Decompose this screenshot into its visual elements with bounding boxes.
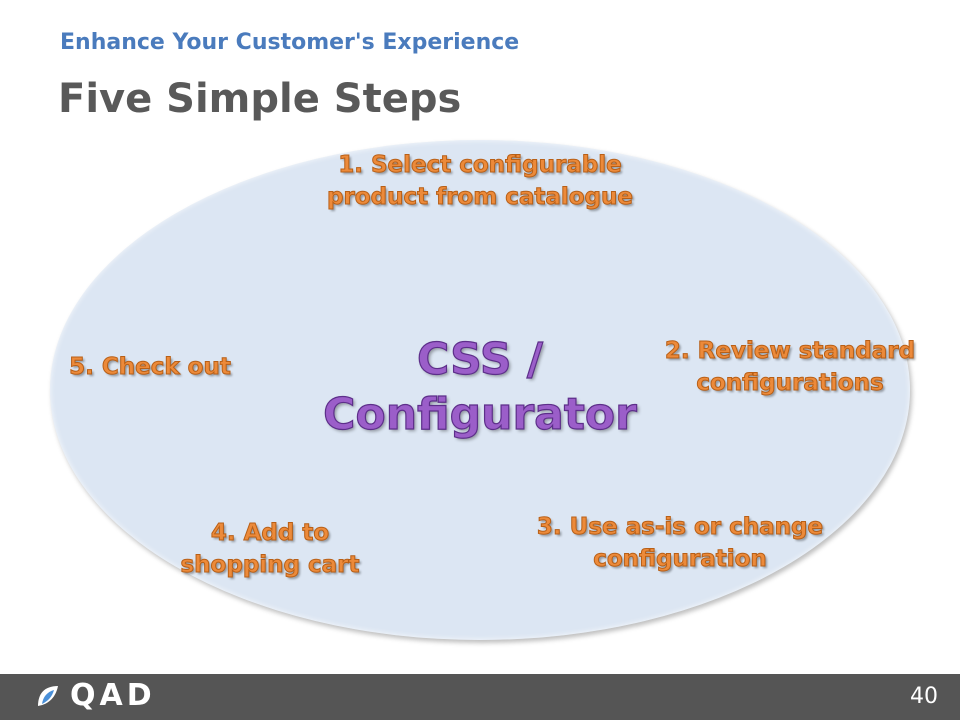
center-label-line-1: CSS / xyxy=(416,333,543,385)
step-2-label: 2. Review standard configurations xyxy=(664,337,916,396)
page-number: 40 xyxy=(910,684,938,709)
step-5-label: 5. Check out xyxy=(69,354,232,381)
diagram-ellipse xyxy=(50,140,910,640)
slide-title: Five Simple Steps xyxy=(58,76,462,122)
step-4-label: 4. Add to shopping cart xyxy=(180,519,360,578)
diagram-center-label: CSS / Configurator xyxy=(300,332,660,442)
slide-subtitle: Enhance Your Customer's Experience xyxy=(60,30,520,55)
step-3-label: 3. Use as-is or change configuration xyxy=(536,513,824,572)
qad-logo-icon xyxy=(38,686,58,706)
center-label-line-2: Configurator xyxy=(323,388,638,440)
qad-logo-text: QAD xyxy=(70,678,156,713)
footer-bar xyxy=(0,674,960,720)
step-1-label: 1. Select configurable product from cata… xyxy=(327,151,634,210)
